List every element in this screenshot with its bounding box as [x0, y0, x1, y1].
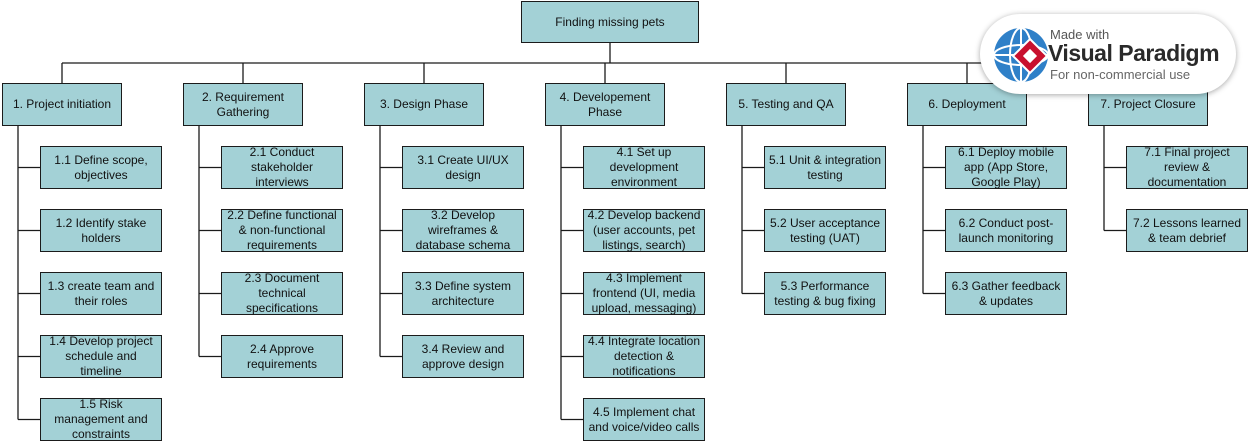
task-node-1-1[interactable]: 1.1 Define scope, objectives: [40, 146, 162, 189]
phase-node-4[interactable]: 4. Developement Phase: [545, 83, 665, 126]
task-node-7-1[interactable]: 7.1 Final project review & documentation: [1126, 145, 1248, 189]
phase-node-1[interactable]: 1. Project initiation: [2, 83, 122, 126]
phase-node-3[interactable]: 3. Design Phase: [364, 83, 484, 126]
task-node-5-3[interactable]: 5.3 Performance testing & bug fixing: [764, 272, 886, 315]
task-node-4-4[interactable]: 4.4 Integrate location detection & notif…: [583, 334, 705, 378]
task-node-6-3[interactable]: 6.3 Gather feedback & updates: [945, 272, 1067, 315]
task-node-1-3[interactable]: 1.3 create team and their roles: [40, 272, 162, 315]
task-node-3-3[interactable]: 3.3 Define system architecture: [402, 272, 524, 315]
visual-paradigm-logo-icon: [993, 27, 1049, 83]
task-node-3-1[interactable]: 3.1 Create UI/UX design: [402, 146, 524, 189]
root-node[interactable]: Finding missing pets: [521, 1, 699, 43]
task-node-6-2[interactable]: 6.2 Conduct post-launch monitoring: [945, 209, 1067, 252]
phase-node-2[interactable]: 2. Requirement Gathering: [183, 83, 303, 126]
task-node-4-2[interactable]: 4.2 Develop backend (user accounts, pet …: [583, 208, 705, 252]
task-node-5-1[interactable]: 5.1 Unit & integration testing: [764, 146, 886, 189]
task-node-4-5[interactable]: 4.5 Implement chat and voice/video calls: [583, 398, 705, 441]
task-node-3-4[interactable]: 3.4 Review and approve design: [402, 335, 524, 378]
phase-node-5[interactable]: 5. Testing and QA: [726, 83, 846, 126]
task-node-2-3[interactable]: 2.3 Document technical specifications: [221, 271, 343, 315]
task-node-2-4[interactable]: 2.4 Approve requirements: [221, 335, 343, 378]
task-node-4-1[interactable]: 4.1 Set up development environment: [583, 145, 705, 189]
visual-paradigm-watermark: Made with Visual Paradigm For non-commer…: [980, 14, 1236, 94]
watermark-made-with: Made with: [1050, 27, 1110, 42]
task-node-6-1[interactable]: 6.1 Deploy mobile app (App Store, Google…: [945, 145, 1067, 189]
watermark-brand: Visual Paradigm: [1048, 40, 1220, 66]
task-node-2-1[interactable]: 2.1 Conduct stakeholder interviews: [221, 145, 343, 189]
task-node-4-3[interactable]: 4.3 Implement frontend (UI, media upload…: [583, 271, 705, 315]
task-node-5-2[interactable]: 5.2 User acceptance testing (UAT): [764, 209, 886, 252]
task-node-3-2[interactable]: 3.2 Develop wireframes & database schema: [402, 208, 524, 252]
task-node-1-2[interactable]: 1.2 Identify stake holders: [40, 209, 162, 252]
task-node-1-4[interactable]: 1.4 Develop project schedule and timelin…: [40, 334, 162, 378]
task-node-1-5[interactable]: 1.5 Risk management and constraints: [40, 397, 162, 441]
watermark-usage: For non-commercial use: [1050, 67, 1191, 82]
task-node-7-2[interactable]: 7.2 Lessons learned & team debrief: [1126, 209, 1248, 252]
task-node-2-2[interactable]: 2.2 Define functional & non-functional r…: [221, 208, 343, 252]
